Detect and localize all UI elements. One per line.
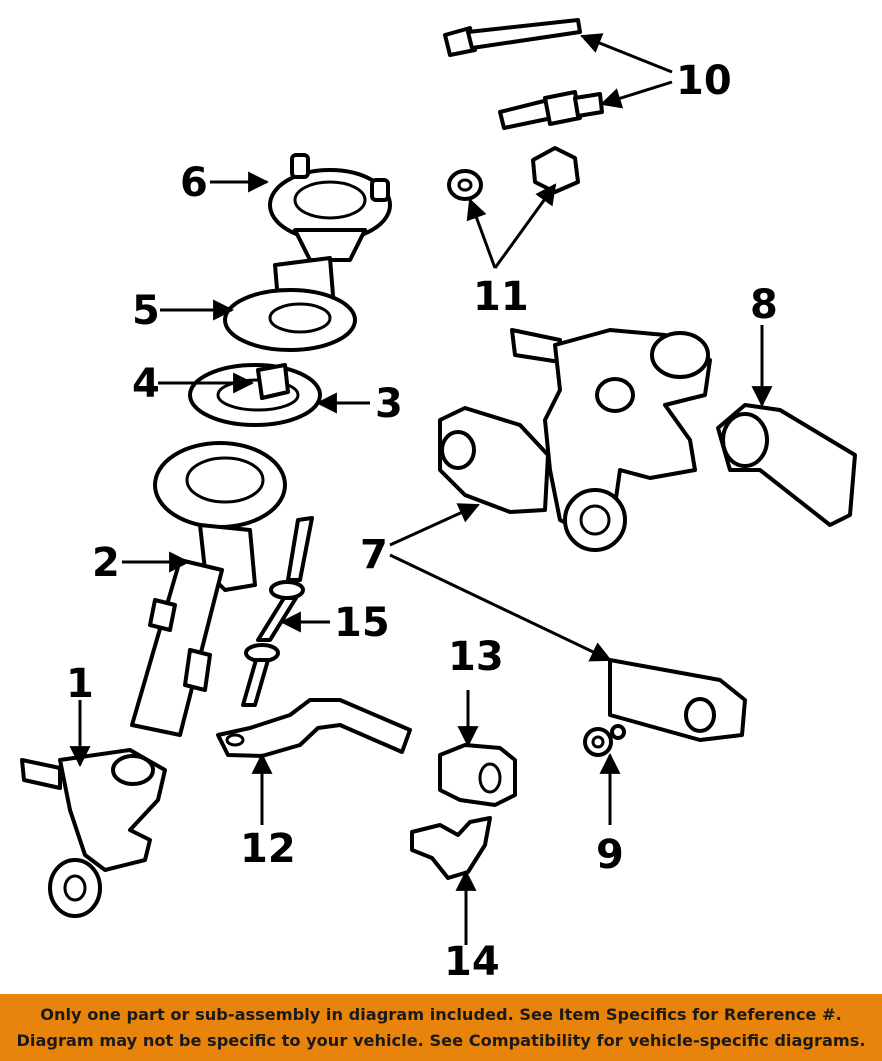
part-15-stabilizer-link <box>241 516 314 707</box>
part-13-bushing <box>438 743 517 807</box>
part-4-isolator <box>188 363 322 427</box>
part-14-bracket <box>410 816 492 880</box>
callout-2: 2 <box>92 540 120 586</box>
part-6-strut-mount <box>268 153 392 262</box>
callout-13: 13 <box>448 634 504 680</box>
callout-1: 1 <box>66 661 94 707</box>
part-11-bushings <box>447 146 580 201</box>
callout-11: 11 <box>473 274 529 320</box>
callout-7: 7 <box>360 532 388 578</box>
callout-9: 9 <box>596 832 624 878</box>
callout-4: 4 <box>132 361 160 407</box>
callout-6: 6 <box>180 160 208 206</box>
leader-lines <box>69 33 773 945</box>
part-5-spring-seat <box>223 256 357 352</box>
part-7-control-arm <box>438 406 747 742</box>
part-8-lateral-arm <box>716 403 857 527</box>
part-1-knuckle <box>20 748 167 918</box>
callout-12: 12 <box>240 826 296 872</box>
part-2-strut <box>130 441 287 737</box>
part-12-stabilizer-bar <box>216 698 412 758</box>
callout-14: 14 <box>444 939 500 985</box>
part-9-nut <box>583 724 626 757</box>
disclaimer-line-2: Diagram may not be specific to your vehi… <box>16 1030 866 1050</box>
part-10-bolts <box>443 18 604 130</box>
disclaimer-line-1: Only one part or sub-assembly in diagram… <box>40 1004 842 1024</box>
callout-10: 10 <box>676 58 732 104</box>
callout-8: 8 <box>750 282 778 328</box>
rear-knuckle-assembly <box>510 328 712 552</box>
callout-5: 5 <box>132 288 160 334</box>
callout-3: 3 <box>375 381 403 427</box>
callout-15: 15 <box>334 600 390 646</box>
disclaimer-banner: Only one part or sub-assembly in diagram… <box>0 994 882 1061</box>
suspension-parts-diagram: 6 5 4 3 2 15 1 12 13 14 9 7 8 11 10 <box>20 18 857 985</box>
